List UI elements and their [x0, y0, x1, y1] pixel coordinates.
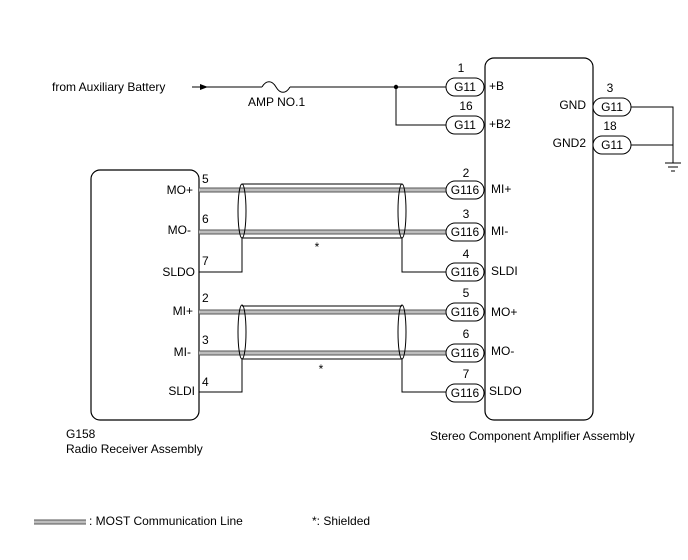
svg-text:6: 6 — [202, 212, 209, 226]
svg-text:5: 5 — [463, 286, 470, 300]
svg-text:4: 4 — [463, 247, 470, 261]
arrow-icon — [200, 84, 208, 90]
svg-text:4: 4 — [202, 375, 209, 389]
legend-shielded-label: *: Shielded — [312, 514, 370, 528]
svg-text:1: 1 — [458, 61, 465, 75]
svg-text:G11: G11 — [454, 80, 476, 94]
svg-text:MI-: MI- — [491, 224, 508, 238]
svg-text:+B2: +B2 — [489, 117, 511, 131]
shield-mark-upper: * — [315, 240, 320, 254]
radio-pin-mo-minus: MO- 6 — [168, 212, 209, 237]
svg-text:G116: G116 — [451, 386, 480, 400]
radio-pin-sldo: SLDO 7 — [162, 254, 209, 279]
amp-signal-pin-mi-minus: 3 G116 MI- — [445, 207, 508, 242]
radio-pin-mi-plus: MI+ 2 — [173, 291, 209, 318]
svg-text:5: 5 — [202, 172, 209, 186]
radio-pin-mi-minus: MI- 3 — [174, 333, 209, 359]
svg-text:G116: G116 — [451, 305, 480, 319]
shield-mark-lower: * — [319, 362, 324, 376]
svg-text:MO+: MO+ — [167, 183, 193, 197]
svg-text:G116: G116 — [451, 225, 480, 239]
amp-power-pin-b2: 16 G11 +B2 — [445, 99, 511, 135]
svg-text:+B: +B — [489, 79, 504, 93]
svg-text:G11: G11 — [601, 100, 623, 114]
svg-text:6: 6 — [463, 327, 470, 341]
power-wire-b2 — [395, 87, 446, 126]
svg-text:3: 3 — [463, 207, 470, 221]
amp-signal-pin-mi-plus: 2 G116 MI+ — [445, 166, 511, 200]
amp-ground-pin-gnd: 3 G11 GND — [559, 81, 632, 117]
amp-name-label: Stereo Component Amplifier Assembly — [430, 429, 635, 443]
radio-pin-sldi: SLDI 4 — [168, 375, 209, 398]
drain-wire-sldo-amp — [401, 359, 446, 393]
svg-text:3: 3 — [607, 81, 614, 95]
amp-signal-pin-sldi: 4 G116 SLDI — [445, 247, 518, 282]
drain-wire-sldo — [199, 238, 243, 273]
svg-text:MI+: MI+ — [173, 304, 193, 318]
ground-wire-gnd — [631, 106, 674, 163]
svg-text:G11: G11 — [601, 138, 623, 152]
radio-pin-mo-plus: MO+ 5 — [167, 172, 209, 197]
fuse-label: AMP NO.1 — [248, 95, 305, 109]
ground-icon — [665, 162, 681, 172]
svg-text:16: 16 — [459, 99, 473, 113]
svg-text:G116: G116 — [451, 265, 480, 279]
svg-text:MI-: MI- — [174, 345, 191, 359]
svg-text:SLDO: SLDO — [489, 384, 522, 398]
svg-text:MO+: MO+ — [491, 305, 517, 319]
source-label: from Auxiliary Battery — [52, 80, 165, 94]
amp-signal-pin-sldo: 7 G116 SLDO — [445, 367, 522, 403]
svg-text:18: 18 — [603, 119, 617, 133]
svg-text:7: 7 — [202, 254, 209, 268]
svg-text:SLDI: SLDI — [491, 264, 518, 278]
svg-text:3: 3 — [202, 333, 209, 347]
svg-text:2: 2 — [463, 166, 470, 180]
svg-text:MO-: MO- — [491, 344, 514, 358]
svg-text:G116: G116 — [451, 183, 480, 197]
fuse-icon — [261, 81, 291, 93]
radio-connector-label: G158 — [66, 427, 96, 441]
svg-text:2: 2 — [202, 291, 209, 305]
svg-text:MO-: MO- — [168, 223, 191, 237]
svg-text:G11: G11 — [454, 118, 476, 132]
svg-text:7: 7 — [463, 367, 470, 381]
legend-most-label: : MOST Communication Line — [89, 514, 243, 528]
svg-text:SLDO: SLDO — [162, 265, 195, 279]
drain-wire-sldi-radio — [199, 359, 243, 393]
radio-receiver-box — [90, 169, 200, 421]
amp-power-pin-b: 1 G11 +B — [445, 61, 504, 97]
shield-lower — [237, 304, 407, 360]
drain-wire-sldi — [401, 238, 446, 273]
svg-text:MI+: MI+ — [491, 182, 511, 196]
svg-text:G116: G116 — [451, 346, 480, 360]
svg-text:GND: GND — [559, 98, 586, 112]
svg-text:SLDI: SLDI — [168, 384, 195, 398]
svg-text:GND2: GND2 — [553, 136, 587, 150]
amp-signal-pin-mo-minus: 6 G116 MO- — [445, 327, 514, 363]
radio-name-label: Radio Receiver Assembly — [66, 442, 203, 456]
amplifier-box — [484, 57, 594, 421]
amp-signal-pin-mo-plus: 5 G116 MO+ — [445, 286, 517, 322]
